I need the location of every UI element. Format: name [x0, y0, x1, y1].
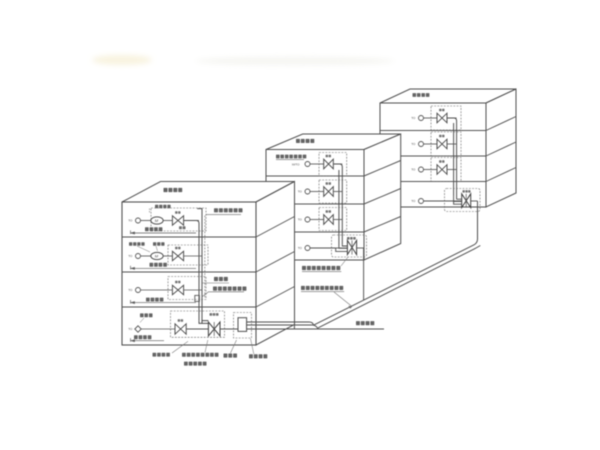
svg-text:M: M — [155, 254, 159, 259]
svg-text:TO: TO — [128, 219, 133, 223]
svg-text:TO: TO — [298, 246, 303, 250]
svg-text:TO: TO — [411, 116, 416, 120]
svg-text:TO: TO — [411, 168, 416, 172]
svg-text:M: M — [155, 218, 159, 223]
svg-text:M/TO: M/TO — [292, 162, 300, 166]
svg-text:TO: TO — [128, 254, 133, 258]
svg-text:TO: TO — [298, 218, 303, 222]
svg-text:TO: TO — [128, 327, 133, 331]
svg-text:TO: TO — [411, 142, 416, 146]
svg-text:TO: TO — [411, 199, 416, 203]
svg-text:TO: TO — [128, 288, 133, 292]
svg-text:TO: TO — [298, 190, 303, 194]
